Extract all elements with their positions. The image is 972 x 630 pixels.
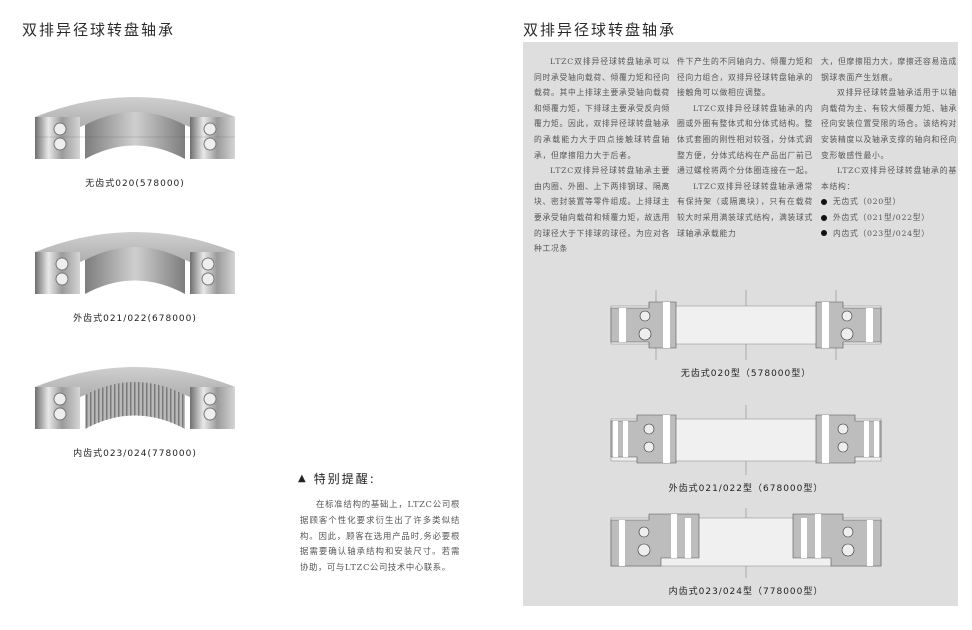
bearing-cross-section-diagram [610, 290, 882, 360]
bearing-cross-section-diagram [610, 405, 882, 475]
bearing-photo-no-gear [30, 87, 240, 169]
warning-triangle-icon: ▲ [298, 473, 308, 484]
reminder-title: 特别提醒: [313, 472, 376, 486]
bullet-icon [821, 214, 827, 221]
text-column-1: LTZC双排异径球转盘轴承可以同时承受轴向载荷、倾覆力矩和径向载荷。其中上排球主… [534, 54, 670, 257]
structure-item: 内齿式（023型/024型） [821, 226, 957, 242]
diagram-caption: 内齿式023/024型（778000型） [668, 587, 824, 597]
paragraph: LTZC双排异径球转盘轴承的基本结构： [821, 166, 957, 191]
reminder-body: 在标准结构的基础上，LTZC公司根据顾客个性化要求衍生出了许多类似结构。因此，顾… [300, 499, 460, 573]
product-internal-gear: 内齿式023/024(778000) [30, 357, 240, 459]
reminder-heading: ▲ 特别提醒: [298, 470, 460, 487]
bearing-photo-external-gear [30, 222, 240, 304]
cross-section-internal-gear: 内齿式023/024型（778000型） [601, 508, 891, 597]
cross-section-no-gear: 无齿式020型（578000型） [601, 290, 891, 379]
structure-list: 无齿式（020型） 外齿式（021型/022型） 内齿式（023型/024型） [821, 194, 957, 241]
paragraph: 件下产生的不同轴向力、倾覆力矩和径向力组合，双排异径球转盘轴承的接触角可以做相应… [677, 57, 813, 98]
bearing-photo-internal-gear [30, 357, 240, 439]
paragraph: 大，但摩擦阻力大，摩擦还容易造成钢球表面产生划痕。 [821, 57, 957, 82]
product-caption: 内齿式023/024(778000) [73, 449, 197, 459]
bullet-icon [821, 230, 827, 237]
diagram-caption: 无齿式020型（578000型） [680, 369, 812, 379]
structure-item: 无齿式（020型） [821, 194, 957, 210]
paragraph: LTZC双排异径球转盘轴承可以同时承受轴向载荷、倾覆力矩和径向载荷。其中上排球主… [534, 57, 670, 160]
product-external-gear: 外齿式021/022(678000) [30, 222, 240, 324]
right-page-title: 双排异径球转盘轴承 [523, 21, 677, 39]
paragraph: LTZC双排异径球转盘轴承通常有保持架（或隔离块），只有在载荷较大时采用满装球式… [677, 181, 813, 238]
bullet-icon [821, 199, 827, 206]
product-no-gear: 无齿式020(578000) [30, 87, 240, 189]
text-column-2: 件下产生的不同轴向力、倾覆力矩和径向力组合，双排异径球转盘轴承的接触角可以做相应… [677, 54, 813, 241]
left-page-title: 双排异径球转盘轴承 [22, 21, 176, 39]
product-caption: 外齿式021/022(678000) [73, 314, 197, 324]
paragraph: 双排异径球转盘轴承适用于以轴向载荷为主、有较大倾覆力矩、轴承径向安装位置受限的场… [821, 88, 957, 160]
product-caption: 无齿式020(578000) [85, 179, 185, 189]
structure-item: 外齿式（021型/022型） [821, 210, 957, 226]
bearing-cross-section-diagram [610, 508, 882, 578]
text-column-3: 大，但摩擦阻力大，摩擦还容易造成钢球表面产生划痕。 双排异径球转盘轴承适用于以轴… [821, 54, 957, 241]
diagram-caption: 外齿式021/022型（678000型） [668, 484, 824, 494]
paragraph: LTZC双排异径球转盘轴承的内圈或外圈有整体式和分体式结构。整体式套圈的刚性相对… [677, 103, 813, 176]
description-panel: LTZC双排异径球转盘轴承可以同时承受轴向载荷、倾覆力矩和径向载荷。其中上排球主… [523, 42, 958, 606]
special-reminder: ▲ 特别提醒: 在标准结构的基础上，LTZC公司根据顾客个性化要求衍生出了许多类… [298, 470, 460, 576]
cross-section-external-gear: 外齿式021/022型（678000型） [601, 405, 891, 494]
paragraph: LTZC双排异径球转盘轴承主要由内圈、外圈、上下两排钢球、隔离块、密封装置等零件… [534, 166, 670, 254]
